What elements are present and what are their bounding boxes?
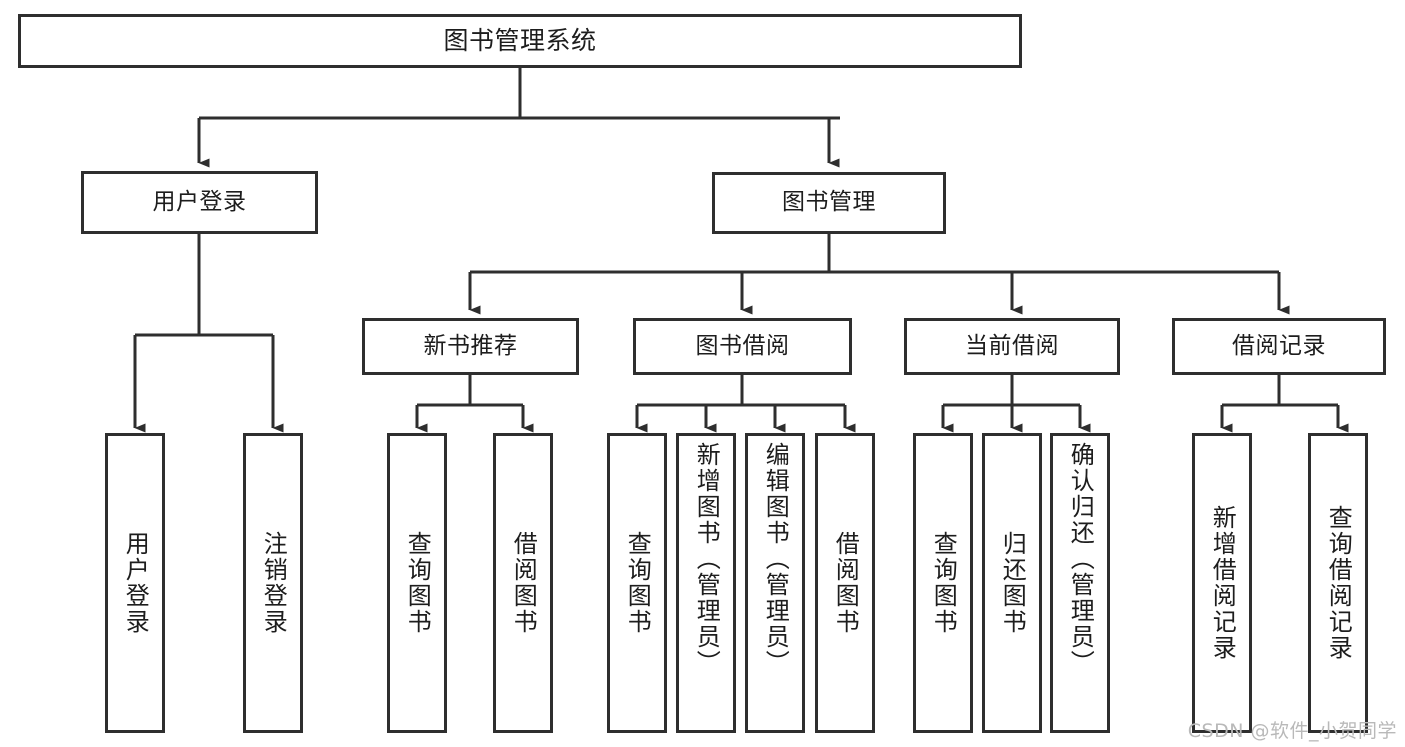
node-label: 确认归还（管理员） (1066, 442, 1095, 676)
node-leaf-edit-book[interactable]: 编辑图书（管理员） (745, 433, 805, 733)
node-label: 图书管理 (782, 189, 876, 216)
node-leaf-user-logout[interactable]: 注销登录 (243, 433, 303, 733)
node-leaf-user-login[interactable]: 用户登录 (105, 433, 165, 733)
node-leaf-add-borrow-record[interactable]: 新增借阅记录 (1192, 433, 1252, 733)
node-leaf-borrow-book[interactable]: 借阅图书 (815, 433, 875, 733)
node-label: 新书推荐 (423, 332, 518, 359)
node-label: 查询图书 (929, 531, 958, 635)
node-label: 借阅图书 (509, 531, 538, 635)
node-leaf-query-book-current[interactable]: 查询图书 (913, 433, 973, 733)
node-leaf-add-book[interactable]: 新增图书（管理员） (676, 433, 736, 733)
node-leaf-confirm-return[interactable]: 确认归还（管理员） (1050, 433, 1110, 733)
node-label: 当前借阅 (965, 332, 1059, 359)
node-leaf-borrow-book-recommend[interactable]: 借阅图书 (493, 433, 553, 733)
node-leaf-query-book-recommend[interactable]: 查询图书 (387, 433, 447, 733)
node-current-borrow[interactable]: 当前借阅 (904, 318, 1120, 375)
node-user-login[interactable]: 用户登录 (81, 171, 318, 234)
node-label: 注销登录 (259, 531, 288, 635)
node-label: 编辑图书（管理员） (761, 442, 790, 676)
node-label: 归还图书 (998, 531, 1027, 635)
node-label: 查询借阅记录 (1324, 505, 1353, 661)
node-new-book-recommend[interactable]: 新书推荐 (362, 318, 579, 375)
node-leaf-query-book-borrow[interactable]: 查询图书 (607, 433, 667, 733)
node-root-book-management-system[interactable]: 图书管理系统 (18, 14, 1022, 68)
node-label: 查询图书 (403, 531, 432, 635)
node-label: 查询图书 (623, 531, 652, 635)
node-label: 图书借阅 (695, 332, 790, 359)
node-book-management[interactable]: 图书管理 (712, 172, 946, 234)
node-book-borrow[interactable]: 图书借阅 (633, 318, 852, 375)
node-label: 新增借阅记录 (1208, 505, 1237, 661)
node-label: 借阅图书 (831, 531, 860, 635)
node-leaf-query-borrow-record[interactable]: 查询借阅记录 (1308, 433, 1368, 733)
watermark-text: CSDN @软件_小贺同学 (1187, 720, 1397, 742)
node-label: 图书管理系统 (443, 26, 597, 56)
node-borrow-record[interactable]: 借阅记录 (1172, 318, 1386, 375)
node-label: 新增图书（管理员） (692, 442, 721, 676)
node-label: 借阅记录 (1232, 332, 1326, 359)
node-label: 用户登录 (121, 531, 150, 635)
node-label: 用户登录 (152, 188, 247, 215)
node-leaf-return-book[interactable]: 归还图书 (982, 433, 1042, 733)
